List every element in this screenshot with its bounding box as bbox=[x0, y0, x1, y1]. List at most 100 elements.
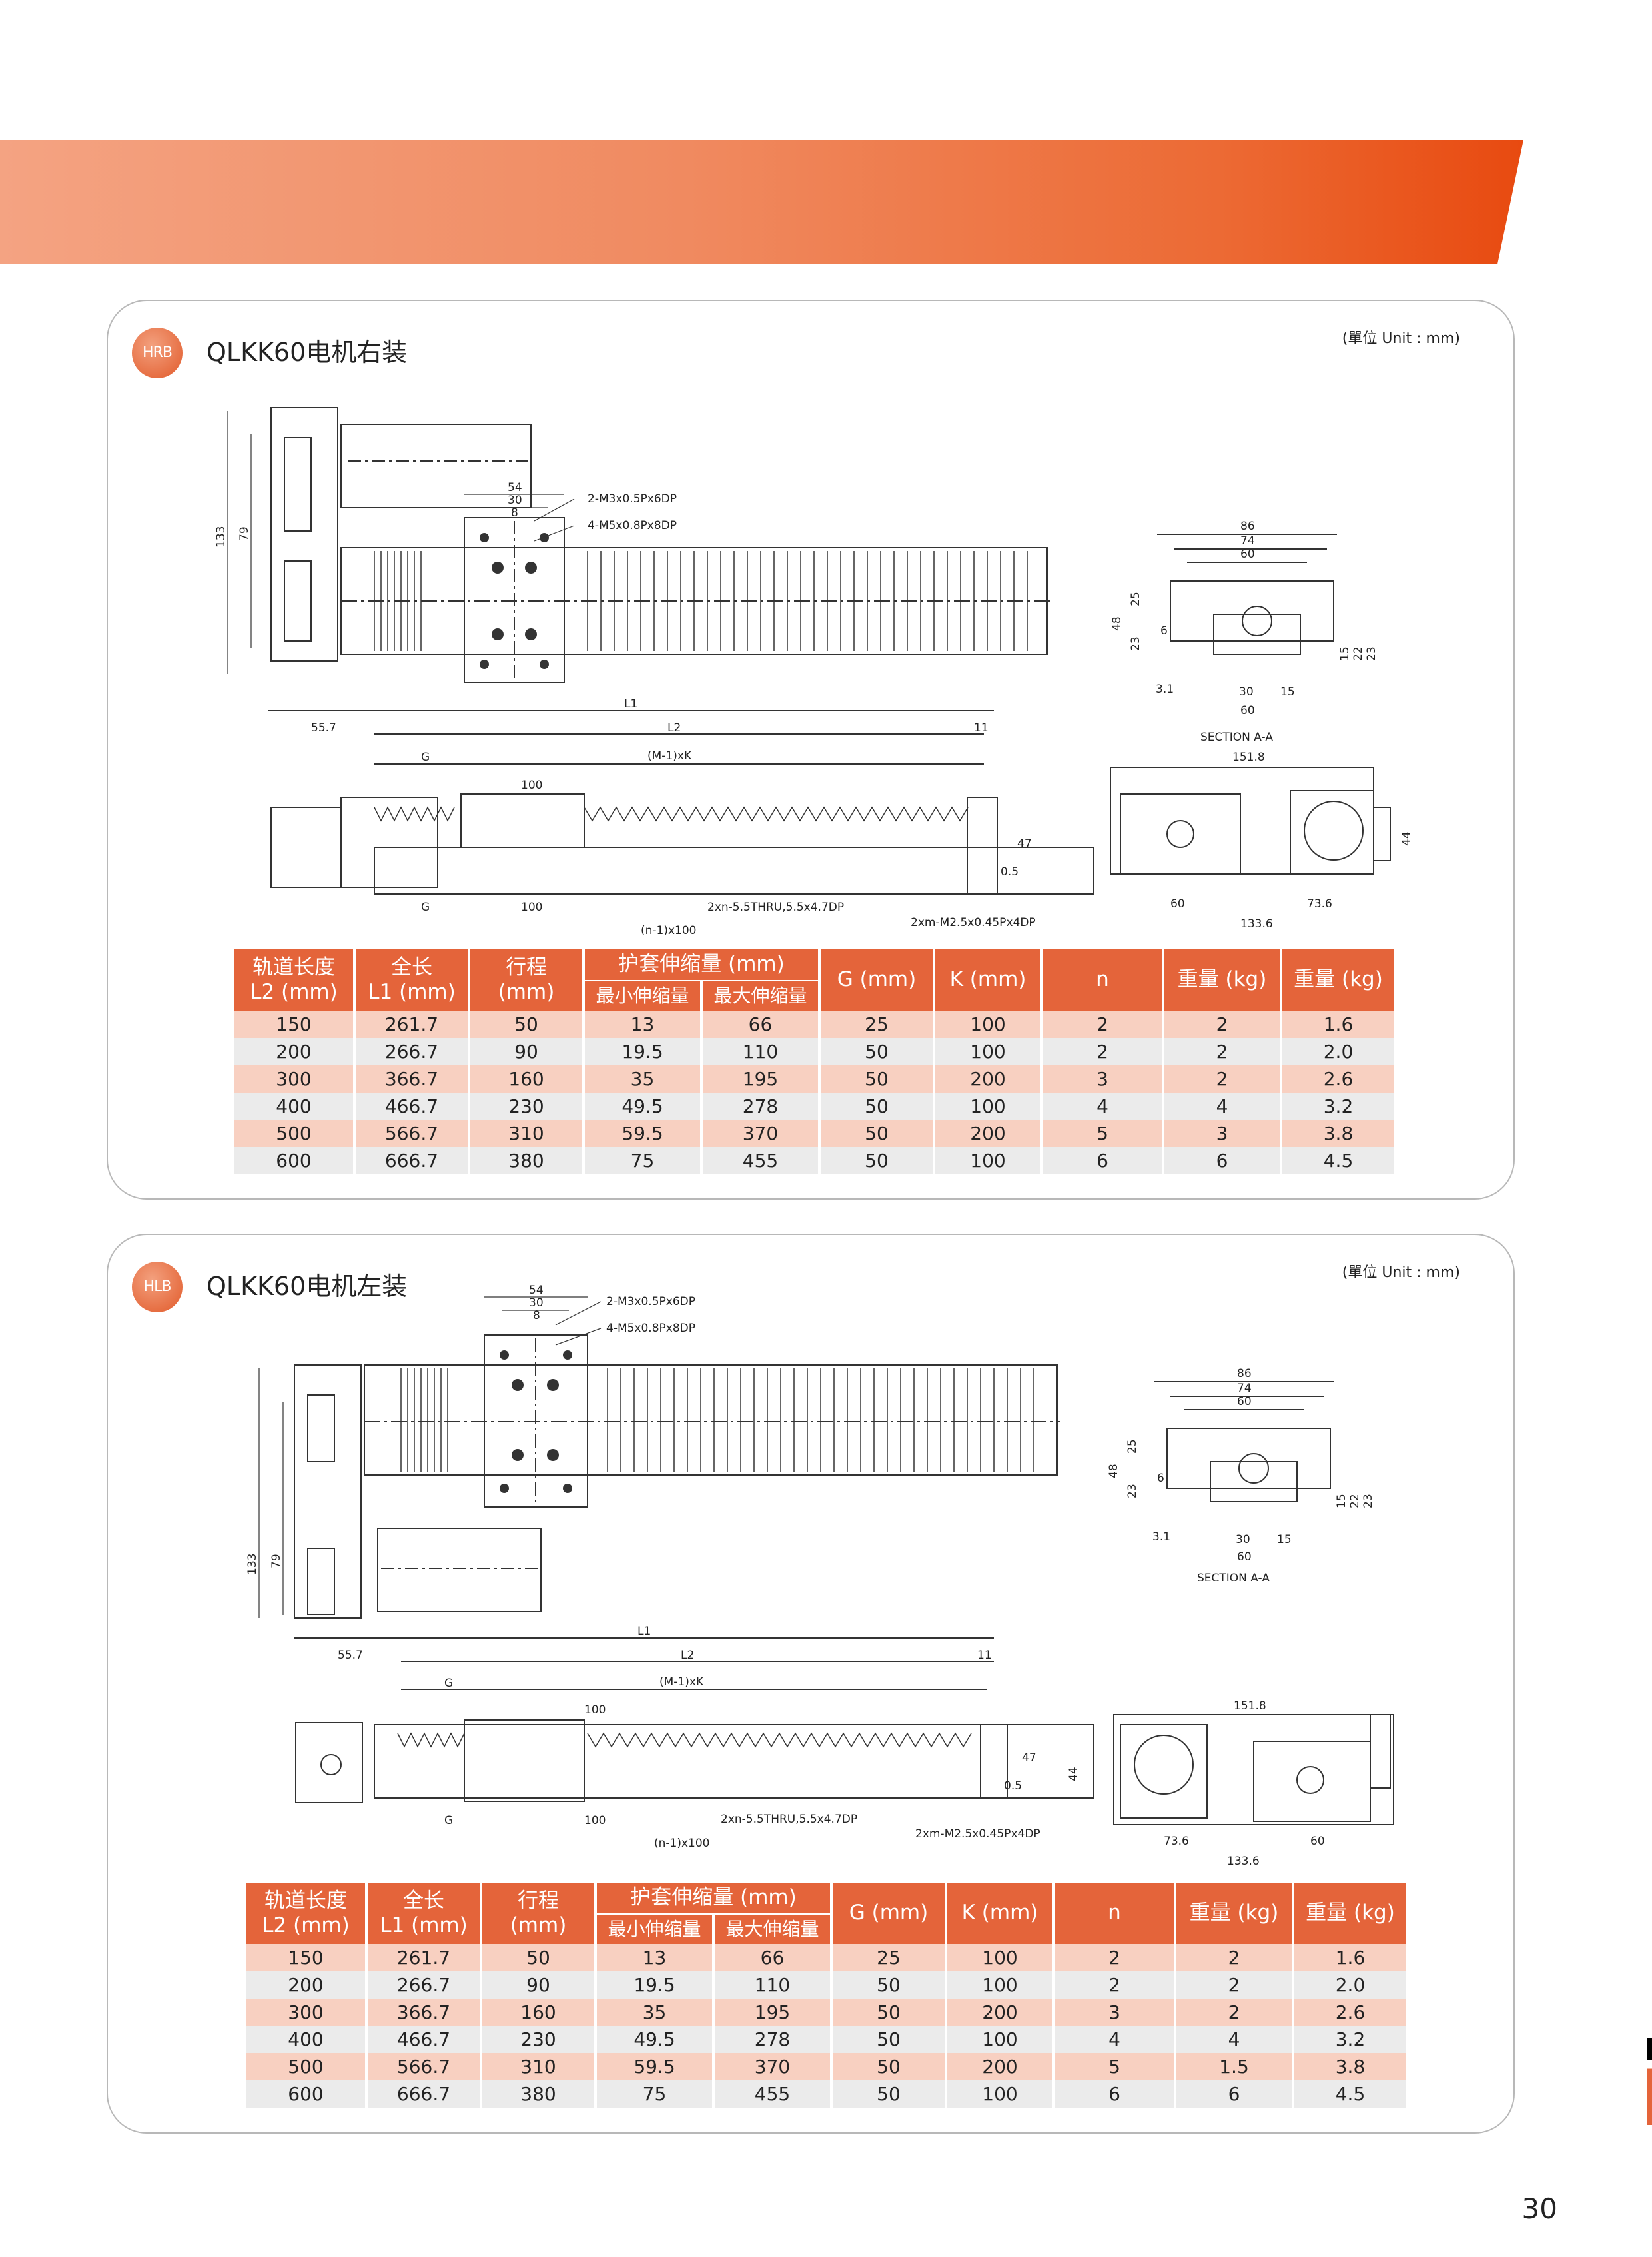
cell: 50 bbox=[833, 2026, 945, 2053]
cell: 400 bbox=[234, 1093, 353, 1120]
sec-dim-48: 48 bbox=[1107, 1464, 1120, 1478]
dim-47: 47 bbox=[1022, 1751, 1036, 1765]
rail-side bbox=[374, 847, 1094, 895]
motor-housing bbox=[294, 1364, 362, 1619]
sec-dim-86: 86 bbox=[1237, 1367, 1252, 1380]
sec-dim-22: 22 bbox=[1348, 1494, 1362, 1508]
dim-g-bottom: G bbox=[444, 1814, 453, 1827]
end-dim-133-6: 133.6 bbox=[1227, 1855, 1260, 1868]
cell: 50 bbox=[482, 1944, 594, 1971]
dim-g: G bbox=[421, 751, 430, 764]
sec-dim-74: 74 bbox=[1240, 534, 1255, 548]
note-thru: 2xn-5.5THRU,5.5x4.7DP bbox=[721, 1813, 857, 1826]
cell: 100 bbox=[935, 1093, 1040, 1120]
header-n: n bbox=[1043, 949, 1162, 1011]
cell: 2 bbox=[1176, 1999, 1292, 2026]
header-min-ext: 最小伸缩量 bbox=[585, 980, 700, 1011]
cell: 500 bbox=[246, 2053, 365, 2080]
cell: 13 bbox=[597, 1944, 712, 1971]
dim-100-bottom: 100 bbox=[584, 1814, 606, 1827]
header-g: G (mm) bbox=[833, 1883, 945, 1944]
technical-drawing: 54 30 8 2-M3x0.5Px6DP 4-M5x0.8Px8DP 133 … bbox=[246, 1284, 1394, 1868]
sec-dim-23-left: 23 bbox=[1126, 1484, 1139, 1498]
cell: 13 bbox=[585, 1011, 700, 1038]
section-badge: HLB bbox=[132, 1262, 183, 1312]
motor-side bbox=[295, 1722, 363, 1803]
cell: 200 bbox=[246, 1971, 365, 1999]
cell: 3 bbox=[1164, 1120, 1280, 1147]
cell: 1.5 bbox=[1176, 2053, 1292, 2080]
sec-dim-60b: 60 bbox=[1240, 704, 1255, 717]
sec-dim-86: 86 bbox=[1240, 520, 1255, 533]
cell: 261.7 bbox=[368, 1944, 480, 1971]
dim-47: 47 bbox=[1017, 837, 1032, 851]
dim-8: 8 bbox=[511, 506, 518, 520]
cell: 3.8 bbox=[1294, 2053, 1406, 2080]
cell: 100 bbox=[947, 1971, 1052, 1999]
cell: 370 bbox=[703, 1120, 818, 1147]
end-dim-151-8: 151.8 bbox=[1232, 751, 1265, 764]
cell: 278 bbox=[703, 1093, 818, 1120]
section-badge: HRB bbox=[132, 328, 183, 378]
dim-11: 11 bbox=[974, 721, 989, 735]
cell: 2 bbox=[1176, 1971, 1292, 1999]
cell: 1.6 bbox=[1294, 1944, 1406, 1971]
header-stroke: 行程(mm) bbox=[482, 1883, 594, 1944]
cell: 600 bbox=[246, 2080, 365, 2108]
motor-side bbox=[270, 807, 342, 888]
cell: 4 bbox=[1043, 1093, 1162, 1120]
cell: 230 bbox=[482, 2026, 594, 2053]
end-dim-60: 60 bbox=[1310, 1835, 1325, 1848]
dim-54: 54 bbox=[508, 481, 522, 494]
cell: 566.7 bbox=[356, 1120, 468, 1147]
dim-l1: L1 bbox=[637, 1625, 651, 1638]
cell: 100 bbox=[935, 1011, 1040, 1038]
cell: 50 bbox=[821, 1065, 933, 1093]
bellows-side bbox=[374, 806, 969, 822]
section-motor-right: HRB QLKK60电机右装 (單位 Unit : mm) bbox=[107, 300, 1515, 1200]
cell: 75 bbox=[597, 2080, 712, 2108]
end-dim-44: 44 bbox=[1067, 1767, 1080, 1781]
cell: 5 bbox=[1055, 2053, 1174, 2080]
dim-mk: (M-1)xK bbox=[659, 1675, 704, 1689]
dim-mk: (M-1)xK bbox=[647, 749, 692, 763]
note-m5: 4-M5x0.8Px8DP bbox=[588, 519, 677, 532]
bellows-side bbox=[397, 1732, 972, 1748]
sec-dim-25: 25 bbox=[1126, 1439, 1139, 1454]
sec-dim-23-right: 23 bbox=[1362, 1494, 1375, 1508]
sec-dim-3-1: 3.1 bbox=[1152, 1530, 1170, 1544]
sec-dim-23-left: 23 bbox=[1129, 636, 1142, 651]
motor-body bbox=[340, 424, 532, 508]
cell: 100 bbox=[947, 1944, 1052, 1971]
cell: 195 bbox=[715, 1999, 830, 2026]
cell: 4 bbox=[1055, 2026, 1174, 2053]
section-title: QLKK60电机右装 bbox=[206, 338, 408, 367]
sec-dim-48: 48 bbox=[1110, 616, 1124, 631]
cell: 195 bbox=[703, 1065, 818, 1093]
sec-dim-15: 15 bbox=[1335, 1494, 1348, 1508]
sec-dim-15b: 15 bbox=[1280, 685, 1295, 699]
cell: 300 bbox=[246, 1999, 365, 2026]
cell: 2 bbox=[1164, 1011, 1280, 1038]
cell: 150 bbox=[234, 1011, 353, 1038]
carriage-top bbox=[484, 1334, 588, 1508]
cell: 49.5 bbox=[585, 1093, 700, 1120]
dim-133: 133 bbox=[214, 526, 228, 548]
note-m3: 2-M3x0.5Px6DP bbox=[606, 1295, 695, 1308]
cell: 366.7 bbox=[368, 1999, 480, 2026]
cell: 3 bbox=[1043, 1065, 1162, 1093]
note-m2: 2xm-M2.5x0.45Px4DP bbox=[915, 1827, 1040, 1841]
cell: 100 bbox=[947, 2080, 1052, 2108]
cell: 90 bbox=[470, 1038, 582, 1065]
dim-100: 100 bbox=[521, 779, 542, 792]
cell: 100 bbox=[947, 2026, 1052, 2053]
dim-79: 79 bbox=[238, 526, 251, 541]
carriage-side bbox=[464, 1719, 585, 1802]
cell: 455 bbox=[703, 1147, 818, 1174]
header-weight-2: 重量 (kg) bbox=[1294, 1883, 1406, 1944]
